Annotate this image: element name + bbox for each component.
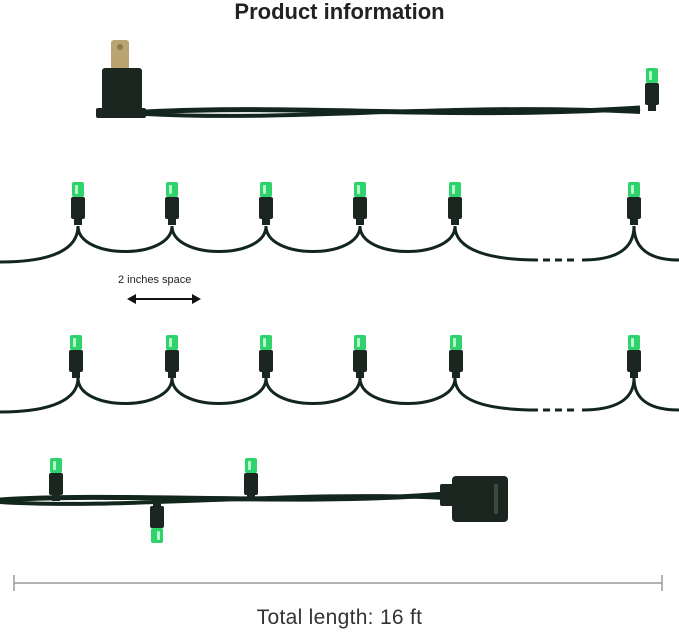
dimension-line (13, 575, 663, 591)
connector-end-row (0, 458, 508, 543)
spacing-label: 2 inches space (118, 274, 192, 286)
bulb-icon (259, 182, 273, 225)
bulb-icon (448, 182, 462, 225)
bulb-icon (627, 182, 641, 225)
plug-end-row (96, 40, 659, 118)
bulb-row-top (0, 182, 679, 264)
total-length-label: Total length: 16 ft (256, 606, 423, 629)
bulb-icon (244, 458, 258, 501)
page-title: Product information (234, 0, 445, 24)
bulb-icon (150, 500, 164, 543)
bulb-icon (165, 182, 179, 225)
bulb-icon (49, 458, 63, 501)
connector-icon (440, 476, 508, 522)
spacing-arrow-icon (127, 294, 201, 304)
plug-icon (96, 40, 146, 118)
bulb-icon (353, 335, 367, 378)
bulb-icon (69, 335, 83, 378)
bulb-icon (645, 68, 659, 111)
bulb-icon (165, 335, 179, 378)
bulb-icon (353, 182, 367, 225)
bulb-row-bottom (0, 335, 679, 414)
bulb-icon (71, 182, 85, 225)
bulb-icon (449, 335, 463, 378)
bulb-icon (627, 335, 641, 378)
bulb-icon (259, 335, 273, 378)
